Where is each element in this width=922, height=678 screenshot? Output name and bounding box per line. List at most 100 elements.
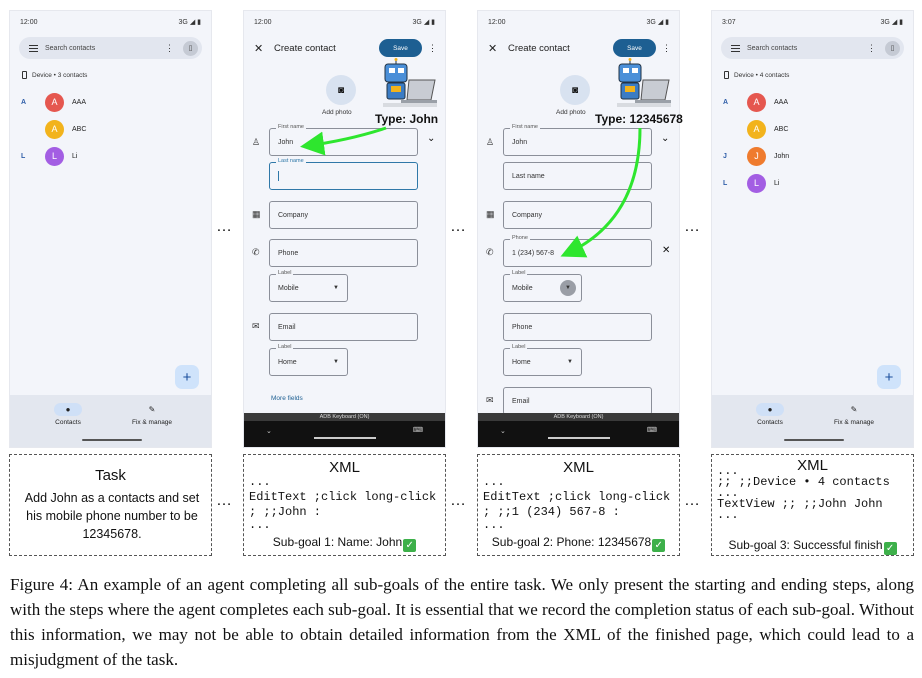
subgoal-2: Sub-goal 2: Phone: 12345678✓	[478, 535, 679, 552]
contact-name: ABC	[72, 125, 87, 133]
bottom-nav: ●Contacts ✎Fix & manage	[712, 395, 913, 447]
camera-icon: ◙	[571, 84, 579, 96]
gesture-bar	[548, 437, 610, 439]
subgoal-3: Sub-goal 3: Successful finish✓	[712, 538, 913, 555]
more-fields-link[interactable]: More fields	[271, 395, 303, 402]
close-icon[interactable]: ✕	[488, 42, 498, 55]
nav-fix-manage[interactable]: ✎Fix & manage	[833, 405, 875, 426]
last-name-field[interactable]: Last name	[503, 162, 652, 190]
clear-icon[interactable]: ✕	[662, 245, 671, 256]
contact-avatar: J	[747, 146, 766, 166]
status-bar: 12:00 3G ◢ ▮	[254, 18, 435, 27]
contact-avatar: A	[45, 119, 64, 139]
type-callout-john: Type: John	[375, 112, 439, 126]
arrow-to-first-name	[300, 126, 387, 156]
person-icon: ♙	[252, 137, 261, 147]
check-icon: ✓	[652, 539, 666, 552]
last-name-field[interactable]: Last name	[269, 158, 418, 190]
device-icon	[22, 71, 27, 79]
add-photo-label: Add photo	[556, 109, 586, 116]
contact-row[interactable]: L L Li	[10, 144, 211, 168]
keyboard-icon[interactable]: ⌨	[412, 427, 423, 434]
person-icon: ●	[756, 403, 784, 416]
check-icon: ✓	[403, 539, 417, 552]
box-header: XML	[797, 457, 828, 474]
contact-avatar: L	[747, 173, 766, 193]
ellipsis: …	[216, 492, 233, 509]
nav-fix-manage[interactable]: ✎Fix & manage	[131, 405, 173, 426]
keyboard: ADB Keyboard (ON) ⌄ ⌨	[244, 413, 445, 447]
company-field[interactable]: Company	[269, 201, 418, 229]
chevron-down-icon[interactable]: ⌄	[266, 428, 272, 435]
menu-icon[interactable]	[29, 44, 38, 52]
contact-row[interactable]: A A AAA	[10, 90, 211, 114]
robot-agent-icon	[617, 58, 671, 107]
task-description: Add John as a contacts and set his mobil…	[24, 491, 200, 541]
status-icons: 3G ◢ ▮	[178, 19, 201, 26]
close-icon[interactable]: ✕	[254, 42, 264, 55]
search-bar[interactable]: Search contacts ⋮ ▯	[19, 37, 202, 59]
add-contact-button[interactable]: +	[877, 365, 901, 389]
company-field[interactable]: Company	[503, 201, 652, 229]
more-options-icon[interactable]: ⋮	[662, 42, 671, 53]
contact-row[interactable]: L L Li	[712, 171, 913, 195]
add-photo-button[interactable]: ◙	[326, 75, 356, 105]
ellipsis: …	[684, 218, 701, 235]
status-bar: 12:00 3G ◢ ▮	[20, 16, 201, 28]
account-avatar-icon[interactable]: ▯	[183, 40, 198, 56]
more-options-icon[interactable]: ⋮	[428, 42, 437, 53]
more-options-icon[interactable]: ⋮	[867, 42, 876, 53]
phone-field[interactable]: Phone	[269, 239, 418, 267]
phone-field-2[interactable]: Phone	[503, 313, 652, 341]
more-options-icon[interactable]: ⋮	[165, 42, 174, 53]
contact-avatar: L	[45, 146, 64, 166]
chevron-down-icon[interactable]: ⌄	[500, 428, 506, 435]
search-placeholder: Search contacts	[45, 44, 96, 52]
company-icon: ▦	[252, 209, 261, 219]
email-icon: ✉	[252, 321, 260, 331]
camera-icon: ◙	[337, 84, 345, 96]
text-cursor	[278, 171, 279, 181]
contact-row[interactable]: J J John	[712, 144, 913, 168]
status-time: 12:00	[20, 18, 38, 26]
keyboard-icon[interactable]: ⌨	[646, 427, 657, 434]
device-icon	[724, 71, 729, 79]
action-arrows	[300, 126, 642, 258]
ellipsis: …	[684, 492, 701, 509]
contact-row[interactable]: A A AAA	[712, 90, 913, 114]
contact-row[interactable]: A ABC	[712, 117, 913, 141]
chevron-down-icon[interactable]: ⌄	[427, 133, 436, 144]
save-button[interactable]: Save	[379, 39, 422, 57]
ellipsis: …	[450, 492, 467, 509]
device-header: Device • 3 contacts	[22, 71, 87, 79]
contact-row[interactable]: A ABC	[10, 117, 211, 141]
add-contact-button[interactable]: +	[175, 365, 199, 389]
screen-create-contact-phone: 12:00 3G ◢ ▮ ✕ Create contact Save ⋮ ◙ A…	[477, 10, 680, 448]
add-photo-button[interactable]: ◙	[560, 75, 590, 105]
xml-lines: ...;; ;;Device • 4 contacts...TextView ;…	[717, 464, 890, 522]
email-field[interactable]: Email	[269, 313, 418, 341]
xml-box-1: XML ...EditText ;click long-click; ;;Joh…	[243, 454, 446, 556]
nav-contacts[interactable]: ●Contacts	[54, 403, 82, 426]
email-field[interactable]: Email	[503, 387, 652, 415]
add-photo-label: Add photo	[322, 109, 352, 116]
xml-box-3: XML ...;; ;;Device • 4 contacts...TextVi…	[711, 454, 914, 556]
xml-lines: ...EditText ;click long-click; ;;John :.…	[249, 475, 437, 532]
menu-icon[interactable]	[731, 44, 740, 52]
chevron-down-icon[interactable]: ⌄	[661, 133, 670, 144]
screen-contacts-final: 3:07 3G ◢ ▮ Search contacts ⋮ ▯ Device •…	[711, 10, 914, 448]
save-button[interactable]: Save	[613, 39, 656, 57]
search-bar[interactable]: Search contacts ⋮ ▯	[721, 37, 904, 59]
keyboard: ADB Keyboard (ON) ⌄ ⌨	[478, 413, 679, 447]
person-icon: ♙	[486, 137, 495, 147]
page-title: Create contact	[274, 42, 336, 54]
wrench-icon: ✎	[850, 405, 858, 414]
account-avatar-icon[interactable]: ▯	[885, 40, 900, 56]
nav-contacts[interactable]: ●Contacts	[756, 403, 784, 426]
